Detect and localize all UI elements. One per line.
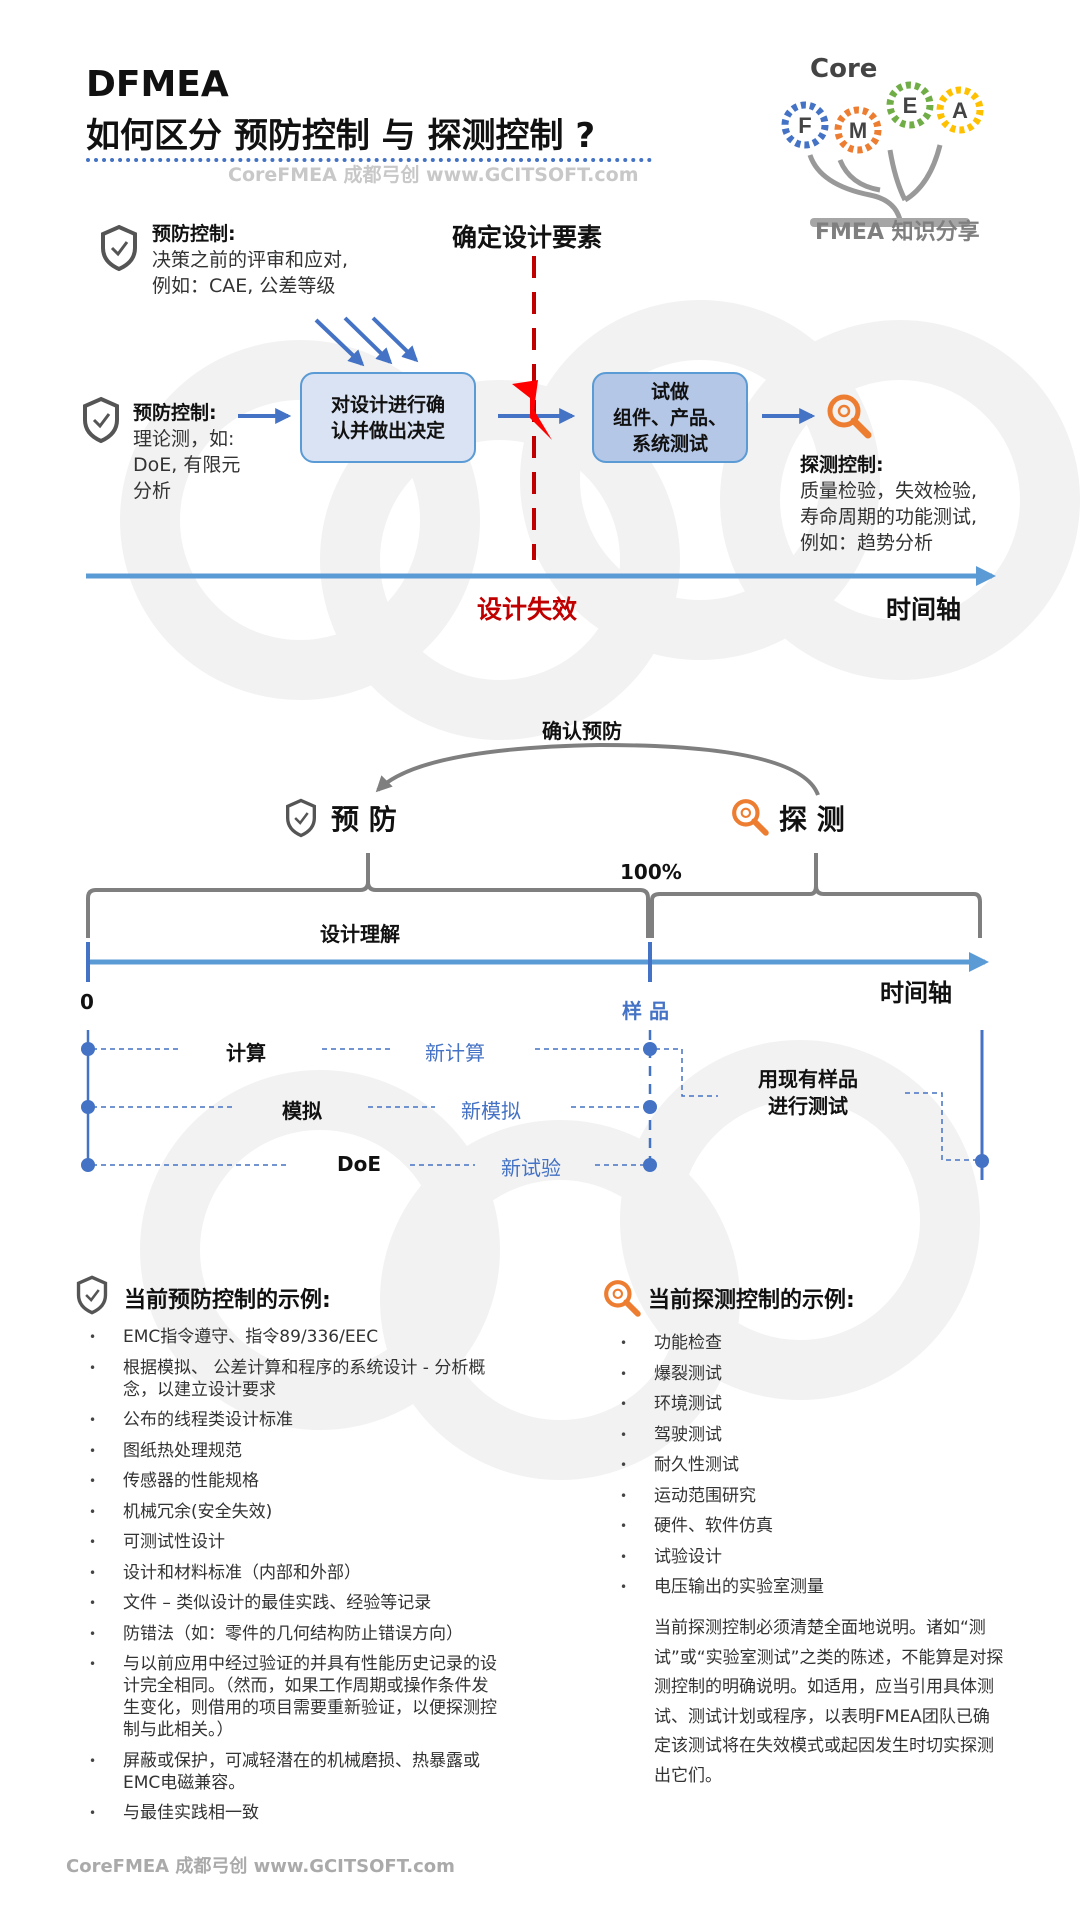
- method-old: 模拟: [282, 1099, 322, 1123]
- list-item: 与以前应用中经过验证的并具有性能历史记录的设计完全相同。（然而，如果工作周期或操…: [89, 1653, 498, 1741]
- detection-line: 质量检验，失效检验,: [800, 480, 978, 502]
- detection-line: 寿命周期的功能测试,: [800, 506, 978, 528]
- percent-label: 100%: [620, 860, 682, 884]
- list-item: 硬件、软件仿真: [620, 1515, 1014, 1537]
- box-line: 认并做出决定: [330, 419, 445, 442]
- detection-heading: 探 测: [779, 803, 845, 836]
- list-item: 电压输出的实验室测量: [620, 1576, 1014, 1598]
- magnifier-icon: [604, 1280, 641, 1317]
- box-line: 组件、产品、: [612, 406, 727, 429]
- logo-caption: FMEA 知识分享: [815, 220, 980, 245]
- header-watermark: CoreFMEA 成都弓创 www.GCITSOFT.com: [228, 164, 639, 186]
- detection-line: 例如：趋势分析: [800, 532, 934, 554]
- time-axis-label: 时间轴: [886, 595, 962, 624]
- method-new: 新模拟: [461, 1099, 521, 1123]
- shield-icon: [286, 798, 316, 838]
- milestone-label: 确定设计要素: [452, 223, 603, 252]
- list-item: 可测试性设计: [89, 1531, 498, 1553]
- input-arrow: [371, 316, 419, 363]
- list-item: 文件 – 类似设计的最佳实践、经验等记录: [89, 1592, 498, 1614]
- logo-letter-m: M: [849, 118, 867, 143]
- method-new: 新试验: [501, 1156, 561, 1180]
- box-line: 系统测试: [631, 432, 708, 455]
- list-item: 传感器的性能规格: [89, 1470, 498, 1492]
- input-arrow: [314, 318, 365, 367]
- box-line: 对设计进行确: [330, 393, 445, 416]
- prevention-heading: 预 防: [331, 803, 397, 836]
- list-item: 爆裂测试: [620, 1363, 1014, 1385]
- list-item: 耐久性测试: [620, 1454, 1014, 1476]
- detection-examples-heading: 当前探测控制的示例:: [648, 1288, 855, 1313]
- shield-icon: [83, 396, 119, 444]
- page-title: DFMEA: [86, 64, 229, 105]
- logo-tree-icon: F M E A: [781, 81, 984, 227]
- test-existing-line: 用现有样品: [758, 1067, 858, 1091]
- input-arrow: [343, 316, 393, 365]
- prevention-left-line: DoE, 有限元: [133, 454, 241, 476]
- method-old: DoE: [337, 1152, 382, 1176]
- list-item: 防错法（如：零件的几何结构防止错误方向）: [89, 1623, 498, 1645]
- prevention-examples-list: EMC指令遵守、指令89/336/EEC 根据模拟、 公差计算和程序的系统设计 …: [89, 1326, 498, 1833]
- title-underline: [86, 158, 652, 162]
- test-connector: [655, 1048, 718, 1097]
- test-connector: [905, 1092, 978, 1161]
- design-confirm-box: 对设计进行确 认并做出决定: [300, 372, 476, 463]
- list-item: 运动范围研究: [620, 1485, 1014, 1507]
- list-item: 功能检查: [620, 1332, 1014, 1354]
- failure-lightning-icon: [512, 380, 552, 440]
- list-item: 机械冗余(安全失效): [89, 1501, 498, 1523]
- detection-title: 探测控制:: [800, 454, 884, 476]
- logo-letter-a: A: [952, 98, 968, 123]
- list-item: EMC指令遵守、指令89/336/EEC: [89, 1326, 498, 1348]
- list-item: 试验设计: [620, 1546, 1014, 1568]
- logo-letter-f: F: [798, 113, 811, 138]
- test-existing-label: 用现有样品 进行测试: [758, 1066, 858, 1120]
- shield-icon: [101, 224, 137, 272]
- confirm-prevention-arrow: [375, 742, 820, 796]
- prevention-left-line: 理论测，如:: [133, 428, 235, 450]
- magnifier-icon: [827, 394, 872, 439]
- prevention-top-title: 预防控制:: [152, 223, 236, 245]
- prevention-top-line: 例如：CAE, 公差等级: [152, 275, 336, 297]
- detection-examples-list: 功能检查 爆裂测试 环境测试 驾驶测试 耐久性测试 运动范围研究 硬件、软件仿真…: [620, 1332, 1014, 1607]
- sample-label: 样 品: [622, 999, 669, 1023]
- list-item: 设计和材料标准（内部和外部）: [89, 1562, 498, 1584]
- magnifier-icon: [732, 799, 769, 836]
- detection-note: 当前探测控制必须清楚全面地说明。诸如“测试”或“实验室测试”之类的陈述，不能算是…: [654, 1618, 1004, 1786]
- method-old: 计算: [226, 1041, 266, 1065]
- design-understanding-label: 设计理解: [320, 922, 400, 946]
- list-item: 屏蔽或保护，可减轻潜在的机械磨损、热暴露或EMC电磁兼容。: [89, 1750, 498, 1794]
- design-failure-label: 设计失效: [477, 595, 578, 624]
- detection-brace: [650, 853, 982, 938]
- zero-label: 0: [80, 990, 94, 1014]
- prevention-brace: [86, 853, 650, 938]
- logo-word: Core: [810, 54, 878, 84]
- logo-letter-e: E: [903, 93, 918, 118]
- list-item: 驾驶测试: [620, 1424, 1014, 1446]
- box-line: 试做: [650, 380, 689, 403]
- confirm-prevention-label: 确认预防: [542, 719, 622, 743]
- list-item: 环境测试: [620, 1393, 1014, 1415]
- prevention-top-line: 决策之前的评审和应对,: [152, 249, 349, 271]
- prevention-left-title: 预防控制:: [133, 402, 217, 424]
- page-subtitle: 如何区分 预防控制 与 探测控制 ?: [86, 116, 596, 156]
- list-item: 公布的线程类设计标准: [89, 1409, 498, 1431]
- time-axis-label: 时间轴: [880, 979, 952, 1007]
- footer-watermark: CoreFMEA 成都弓创 www.GCITSOFT.com: [66, 1856, 455, 1877]
- list-item: 与最佳实践相一致: [89, 1802, 498, 1824]
- test-existing-line: 进行测试: [768, 1094, 848, 1118]
- logo: Core F M E A: [780, 54, 1000, 250]
- list-item: 根据模拟、 公差计算和程序的系统设计 - 分析概念，以建立设计要求: [89, 1357, 498, 1401]
- method-new: 新计算: [425, 1041, 485, 1065]
- list-item: 图纸热处理规范: [89, 1440, 498, 1462]
- trial-test-box: 试做 组件、产品、 系统测试: [592, 372, 748, 463]
- prevention-left-line: 分析: [133, 480, 172, 502]
- prevention-examples-heading: 当前预防控制的示例:: [124, 1288, 331, 1313]
- shield-icon: [76, 1275, 108, 1315]
